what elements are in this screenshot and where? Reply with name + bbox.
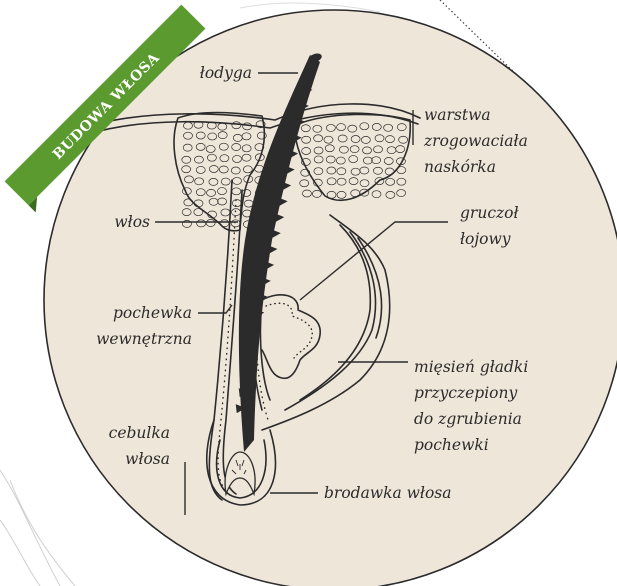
label-gruczol-line2: łojowy (460, 230, 511, 248)
label-warstwa-line2: zrogowaciała (423, 132, 528, 150)
label-cebulka-line1: cebulka (109, 424, 170, 442)
label-pochewka-line2: wewnętrzna (96, 330, 192, 348)
label-miesien-line4: pochewki (414, 436, 489, 454)
label-miesien-line1: mięsień gładki (414, 358, 528, 376)
label-cebulka-line2: włosa (125, 450, 170, 468)
label-warstwa-line1: warstwa (424, 106, 491, 124)
label-pochewka-line1: pochewka (113, 304, 192, 322)
label-brodawka: brodawka włosa (324, 484, 451, 502)
label-miesien-line2: przyczepiony (414, 384, 517, 402)
label-lodyga: łodyga (200, 64, 252, 82)
label-wlos: włos (114, 213, 150, 231)
label-miesien-line3: do zgrubienia (414, 410, 522, 428)
label-gruczol-line1: gruczoł (460, 204, 519, 222)
label-warstwa-line3: naskórka (424, 158, 496, 176)
